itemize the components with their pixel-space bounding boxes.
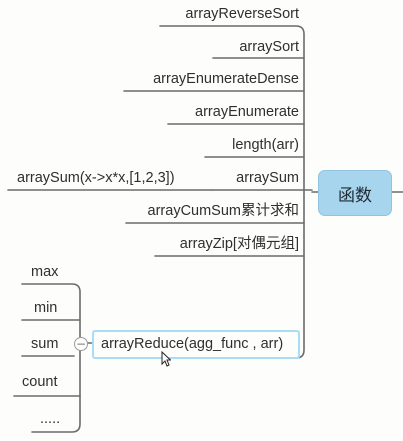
node-min[interactable]: min [34,300,58,316]
node-array-reduce[interactable]: arrayReduce(agg_func , arr) [101,336,284,352]
node-array-enumerate-dense[interactable]: arrayEnumerateDense [153,71,299,87]
node-array-zip[interactable]: arrayZip[对偶元组] [179,236,299,252]
node-sum[interactable]: sum [31,336,59,352]
mouse-pointer-icon [161,351,171,367]
node-array-sort[interactable]: arraySort [239,39,299,55]
node-array-cum-sum[interactable]: arrayCumSum累计求和 [147,203,299,219]
node-ellipsis[interactable]: ..... [40,411,61,427]
node-array-sum-example[interactable]: arraySum(x->x*x,[1,2,3]) [17,170,175,186]
collapse-toggle-icon[interactable]: − [74,337,88,351]
selection-outline [92,330,300,359]
node-array-sum[interactable]: arraySum [236,170,299,186]
node-count[interactable]: count [22,374,58,390]
central-topic[interactable]: 函数 [318,170,392,216]
node-length-arr[interactable]: length(arr) [232,137,299,153]
node-max[interactable]: max [31,264,59,280]
node-array-enumerate[interactable]: arrayEnumerate [195,104,299,120]
node-array-reverse-sort[interactable]: arrayReverseSort [185,6,299,22]
